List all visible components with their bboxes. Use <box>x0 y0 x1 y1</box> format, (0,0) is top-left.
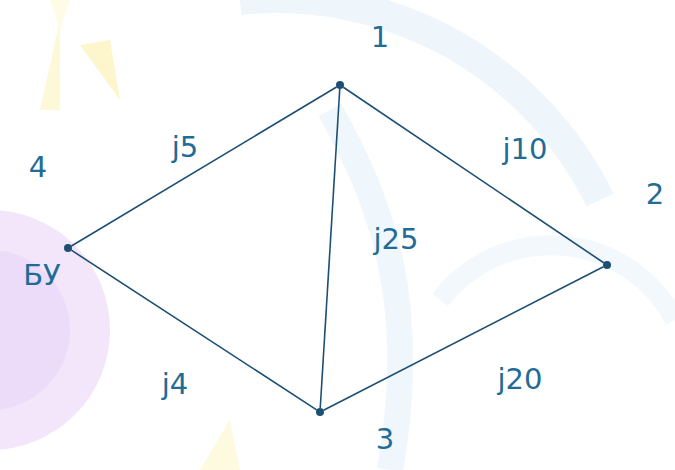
decor-triangle <box>40 20 60 110</box>
decor-circle <box>0 210 110 450</box>
branch-line <box>71 250 316 410</box>
node-number: 3 <box>376 424 394 456</box>
impedance-label: j25 <box>372 224 421 256</box>
decor-triangle <box>50 0 70 30</box>
impedance-label: j4 <box>160 369 191 401</box>
decor-arc <box>440 245 675 320</box>
node-number: 1 <box>371 22 389 54</box>
branch-line <box>320 89 340 408</box>
graph-node: 3 <box>316 408 324 416</box>
impedance-label: j20 <box>496 364 545 396</box>
graph-node: 1 <box>336 81 344 89</box>
impedance-label: j5 <box>170 132 201 164</box>
decor-arc <box>240 0 600 200</box>
branch-line <box>71 87 336 246</box>
decor-circle <box>0 250 70 410</box>
impedance-label: j10 <box>501 134 550 166</box>
branch-line <box>324 267 604 410</box>
decor-triangle <box>200 420 240 470</box>
decor-arc <box>330 110 400 470</box>
node-tag: БУ <box>23 260 61 292</box>
node-number: 4 <box>29 152 47 184</box>
graph-node: 4БУ <box>64 244 72 252</box>
graph-node: 2 <box>603 261 611 269</box>
node-number: 2 <box>646 179 664 211</box>
decor-triangle <box>80 40 120 100</box>
branch-line <box>343 87 603 263</box>
